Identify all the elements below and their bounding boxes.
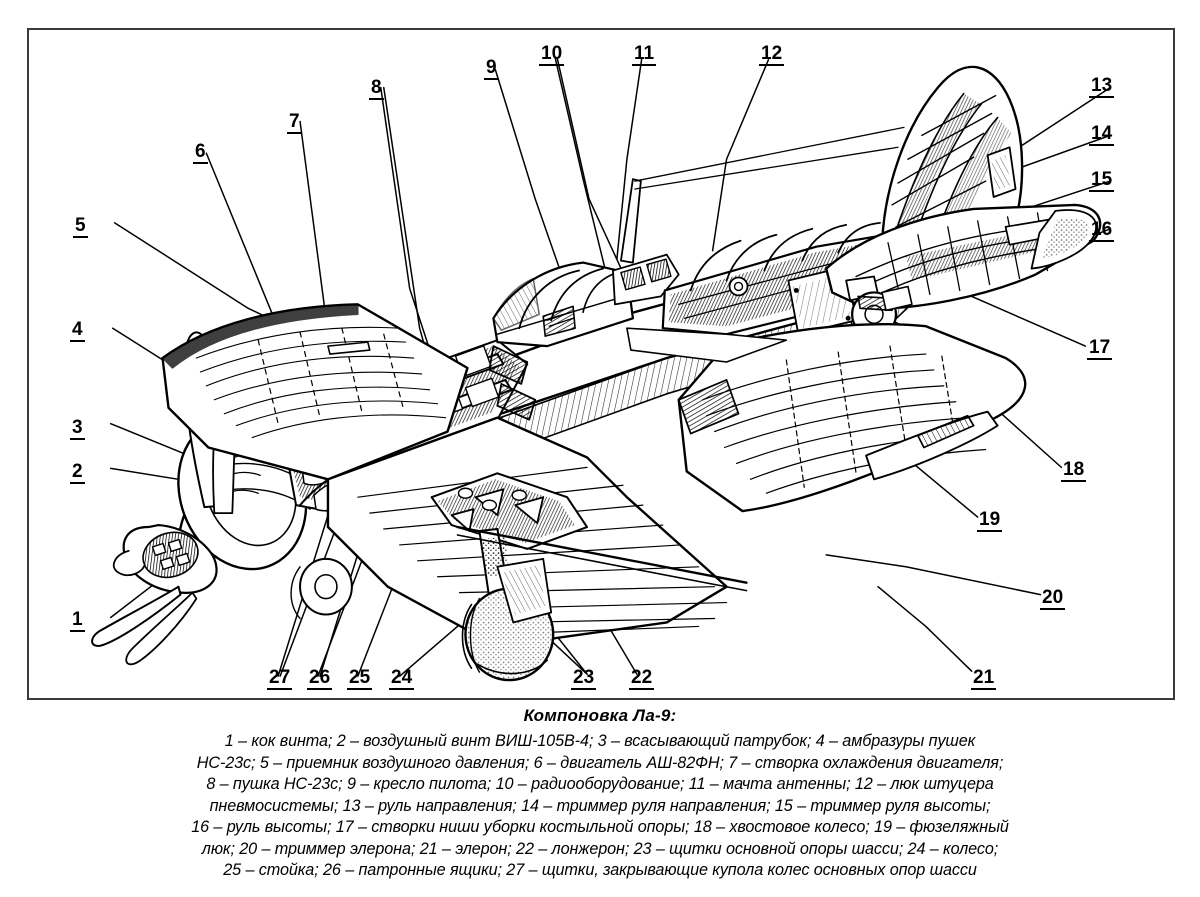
caption-line-2: НС-23с; 5 – приемник воздушного давления… <box>196 753 1004 772</box>
figure-title: Компоновка Ла-9: <box>523 706 677 725</box>
caption-line-6: люк; 20 – триммер элерона; 21 – элерон; … <box>201 839 999 858</box>
callout-14: 14 <box>1089 123 1115 146</box>
caption-line-4: пневмосистемы; 13 – руль направления; 14… <box>209 796 991 815</box>
callout-17: 17 <box>1087 337 1113 360</box>
callout-2: 2 <box>70 461 85 484</box>
callout-24: 24 <box>389 667 415 690</box>
callout-23: 23 <box>571 667 597 690</box>
callout-16: 16 <box>1089 219 1115 242</box>
callout-15: 15 <box>1089 169 1115 192</box>
callout-9: 9 <box>484 57 499 80</box>
caption-line-1: 1 – кок винта; 2 – воздушный винт ВИШ-10… <box>224 732 976 750</box>
caption-line-5: 16 – руль высоты; 17 – створки ниши убор… <box>191 818 1009 836</box>
callout-11: 11 <box>632 43 657 66</box>
callout-1: 1 <box>70 609 85 632</box>
callout-22: 22 <box>629 667 655 690</box>
caption-line-3: 8 – пушка НС-23с; 9 – кресло пилота; 10 … <box>206 775 994 793</box>
caption-line-7: 25 – стойка; 26 – патронные ящики; 27 – … <box>223 861 977 879</box>
callout-27: 27 <box>267 667 293 690</box>
callout-8: 8 <box>369 77 384 100</box>
callout-3: 3 <box>70 417 85 440</box>
callout-10: 10 <box>539 43 565 66</box>
callout-5: 5 <box>73 215 88 238</box>
callout-18: 18 <box>1061 459 1087 482</box>
callout-6: 6 <box>193 141 208 164</box>
callout-12: 12 <box>759 43 785 66</box>
callout-13: 13 <box>1089 75 1115 98</box>
callout-20: 20 <box>1040 587 1066 610</box>
figure-caption: Компоновка Ла-9: 1 – кок винта; 2 – возд… <box>0 706 1200 882</box>
callout-7: 7 <box>287 111 302 134</box>
callout-25: 25 <box>347 667 373 690</box>
callout-19: 19 <box>977 509 1003 532</box>
callout-26: 26 <box>307 667 333 690</box>
callout-21: 21 <box>971 667 997 690</box>
callout-4: 4 <box>70 319 85 342</box>
diagram-frame: 5 4 3 2 1 6 7 8 9 10 11 12 13 14 15 16 1… <box>27 28 1175 700</box>
aircraft-cutaway-illustration <box>29 30 1173 698</box>
